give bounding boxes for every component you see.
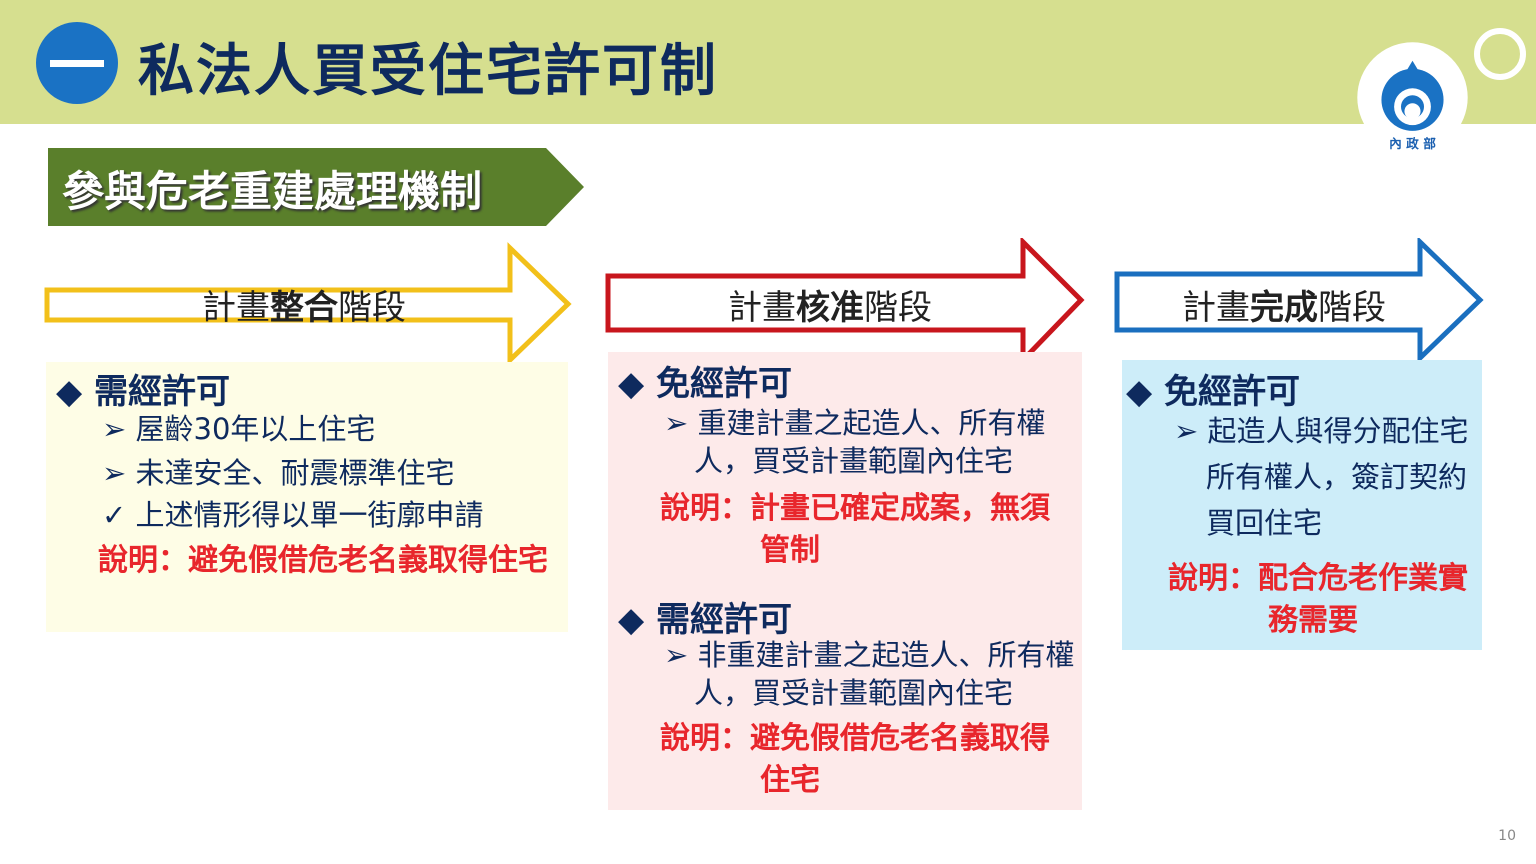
note: 說明：避免假借危老名義取得住宅: [98, 543, 548, 578]
stage-arrow-integration: [44, 242, 572, 366]
banner-shape: [48, 148, 584, 226]
stage-label-completion: 計畫完成階段: [1182, 288, 1386, 328]
ministry-logo-icon: 內 政 部: [1357, 42, 1468, 153]
section-heading: ◆ 免經許可: [1126, 372, 1300, 412]
page-number: 10: [1498, 828, 1516, 844]
stage-label-integration: 計畫整合階段: [202, 288, 406, 328]
completion-panel: ◆ 免經許可 ➢ 起造人與得分配住宅所有權人，簽訂契約買回住宅 說明：配合危老作…: [1122, 360, 1482, 650]
note: 說明：計畫已確定成案，無須管制: [660, 491, 1050, 568]
section-heading: ◆ 需經許可: [618, 600, 792, 640]
banner-title: 參與危老重建處理機制: [62, 167, 483, 216]
list-item: ➢ 起造人與得分配住宅所有權人，簽訂契約買回住宅: [1174, 414, 1469, 540]
stage-arrow-completion: [1114, 238, 1484, 364]
header-band: [0, 0, 1536, 124]
list-item: ➢ 重建計畫之起造人、所有權人，買受計畫範圍內住宅: [664, 406, 1046, 478]
note: 說明：避免假借危老名義取得住宅: [660, 721, 1050, 798]
note: 說明：配合危老作業實務需要: [1168, 561, 1468, 638]
check-item: ✓ 上述情形得以單一街廓申請: [102, 498, 484, 532]
integration-panel: ◆ 需經許可 ➢ 屋齡30年以上住宅 ➢ 未達安全、耐震標準住宅 ✓ 上述情形得…: [46, 362, 568, 632]
stage-arrow-approval: [605, 238, 1085, 364]
section-number-badge: [36, 22, 118, 104]
list-item: ➢ 非重建計畫之起造人、所有權人，買受計畫範圍內住宅: [664, 638, 1075, 710]
list-item: ➢ 屋齡30年以上住宅: [102, 412, 376, 446]
list-item: ➢ 未達安全、耐震標準住宅: [102, 456, 455, 490]
approval-panel: ◆ 免經許可 ➢ 重建計畫之起造人、所有權人，買受計畫範圍內住宅 說明：計畫已確…: [608, 352, 1082, 810]
section-heading: ◆ 需經許可: [56, 372, 230, 412]
page-title: 私法人買受住宅許可制: [138, 39, 718, 104]
minus-glyph: [50, 60, 104, 67]
svg-text:內 政 部: 內 政 部: [1389, 136, 1436, 151]
decorative-ring: [1474, 28, 1526, 80]
stage-label-approval: 計畫核准階段: [728, 288, 932, 328]
section-heading: ◆ 免經許可: [618, 364, 792, 404]
